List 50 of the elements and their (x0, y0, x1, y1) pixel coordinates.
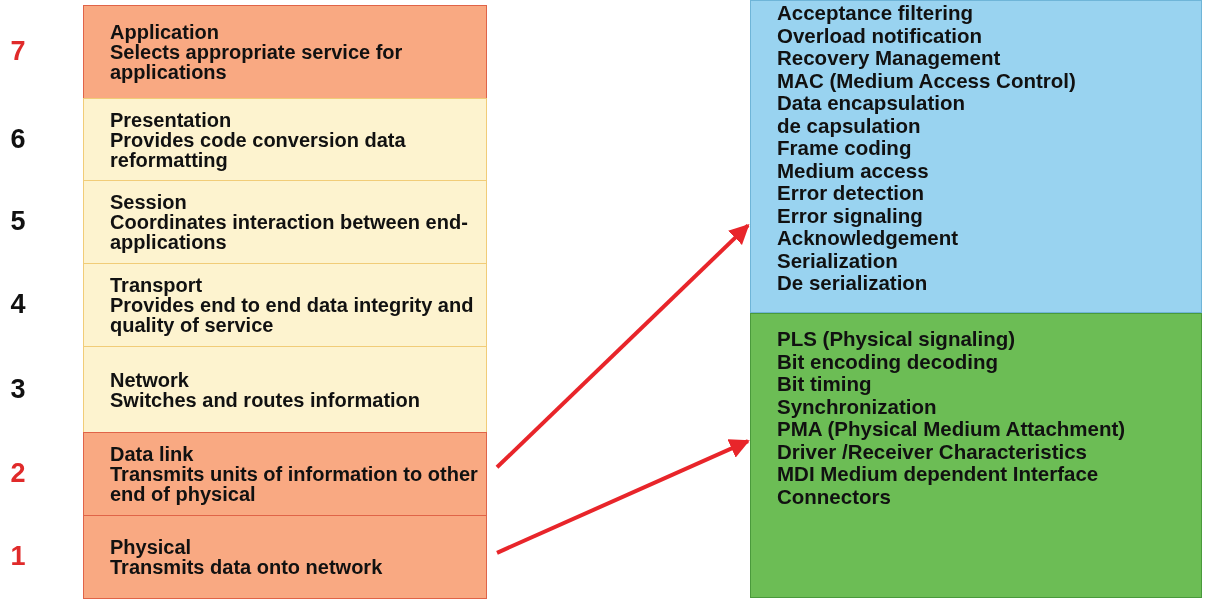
layer-box (83, 263, 487, 347)
arrow (495, 223, 750, 469)
function-item: MDI Medium dependent Interface (777, 463, 1100, 486)
layer-description: Provides end to end data integrity and quality of service (110, 295, 475, 335)
function-item: Bit encoding decoding (777, 350, 998, 373)
function-item: PLS (Physical signaling) (777, 328, 1017, 351)
layer-box (83, 5, 487, 99)
layer-number: 4 (9, 289, 27, 320)
layer-name: Data link (110, 444, 195, 464)
function-item: Connectors (777, 485, 892, 508)
layer-number: 2 (9, 458, 27, 489)
layer-number: 3 (9, 373, 27, 405)
function-item: Acceptance filtering (777, 2, 974, 25)
function-item: Medium access (777, 159, 930, 182)
function-list-panel (750, 0, 1202, 313)
function-item: Driver /Receiver Characteristics (777, 440, 1087, 463)
function-item: Synchronization (777, 395, 938, 418)
layer-box (83, 432, 487, 516)
layer-box (83, 180, 487, 264)
layer-description: Selects appropriate service for applications (110, 42, 404, 82)
function-item: De serialization (777, 272, 929, 295)
layer-box (83, 98, 487, 181)
layer-box (83, 515, 487, 599)
function-item: Overload notification (777, 24, 984, 47)
layer-number: 5 (9, 206, 27, 237)
function-item: Data encapsulation (777, 92, 966, 115)
function-item: Frame coding (777, 137, 912, 160)
layer-name: Presentation (110, 109, 233, 130)
layer-description: Transmits units of information to other end of physical (110, 464, 479, 504)
layer-description: Coordinates interaction between end- applications (110, 212, 469, 252)
layer-number: 6 (9, 123, 27, 155)
function-item: Acknowledgement (777, 227, 960, 250)
layer-number: 7 (9, 36, 27, 67)
layer-description: Provides code conversion data reformatting (110, 129, 407, 170)
function-item: PMA (Physical Medium Attachment) (777, 418, 1127, 441)
layer-box (83, 346, 487, 433)
function-item: Serialization (777, 249, 898, 272)
layer-number: 1 (9, 541, 27, 572)
layer-name: Network (110, 369, 190, 390)
function-list-panel (750, 313, 1202, 598)
function-item: Bit timing (777, 373, 872, 396)
layer-description: Switches and routes information (110, 389, 422, 410)
function-item: Error detection (777, 182, 925, 205)
function-item: de capsulation (777, 114, 921, 137)
function-item: Error signaling (777, 204, 924, 227)
function-item: Recovery Management (777, 47, 1002, 70)
layer-name: Session (110, 192, 188, 212)
layer-description: Transmits data onto network (110, 557, 384, 577)
function-item: MAC (Medium Access Control) (777, 69, 1077, 92)
arrow (496, 439, 750, 555)
